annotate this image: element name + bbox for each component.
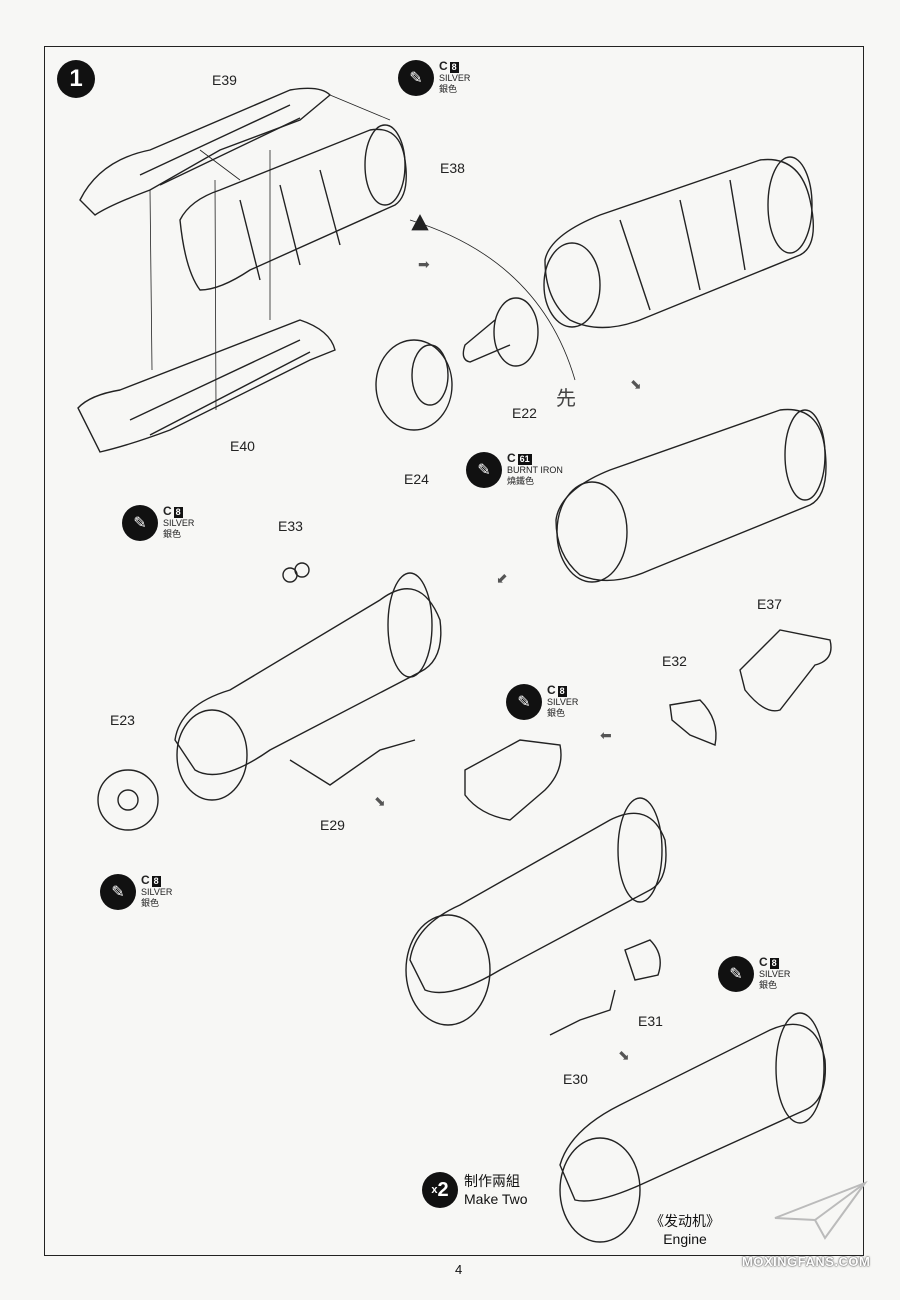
flow-arrow-icon: ⬊ (374, 793, 386, 809)
handwritten-note: 先 (556, 386, 576, 410)
paint-brush-icon: ✎ (398, 60, 434, 96)
cowling-e40 (77, 319, 336, 453)
part-e32 (669, 699, 717, 746)
exhaust-subassembly (464, 739, 562, 821)
core-e38 (179, 128, 407, 291)
part-e24 (375, 339, 453, 431)
paper-plane-logo-icon (774, 1180, 868, 1240)
part-label-e29: E29 (320, 817, 345, 833)
part-label-e33: E33 (278, 518, 303, 534)
part-label-e37: E37 (757, 596, 782, 612)
assembled-engine-middle (555, 408, 827, 582)
part-label-e24: E24 (404, 471, 429, 487)
assembled-engine-top (544, 158, 815, 329)
part-label-e22: E22 (512, 405, 537, 421)
make-two-english: Make Two (464, 1191, 528, 1207)
part-label-e23: E23 (110, 712, 135, 728)
part-e31 (624, 939, 661, 981)
page-number: 4 (455, 1262, 463, 1277)
paint-brush-icon: ✎ (718, 956, 754, 992)
paint-brush-icon: ✎ (466, 452, 502, 488)
step-number-badge: 1 (57, 60, 95, 98)
fan-e23 (97, 769, 159, 831)
flow-arrow-icon: ⬊ (618, 1047, 630, 1063)
finished-engine (559, 1023, 827, 1202)
part-label-e31: E31 (638, 1013, 663, 1029)
engine-lower (409, 812, 667, 994)
flow-arrow-icon: ⬋ (496, 570, 508, 586)
instruction-frame (44, 46, 864, 1256)
paint-brush-icon: ✎ (506, 684, 542, 720)
part-label-e40: E40 (230, 438, 255, 454)
flow-arrow-icon: ⬊ (630, 376, 642, 392)
part-label-e30: E30 (563, 1071, 588, 1087)
engine-with-fan (174, 588, 442, 776)
part-label-e32: E32 (662, 653, 687, 669)
paint-brush-icon: ✎ (100, 874, 136, 910)
cowling-e39 (79, 87, 332, 216)
flow-arrow-icon: ➡ (418, 256, 430, 272)
paint-brush-icon: ✎ (122, 505, 158, 541)
watermark: MOXINGFANS.COM (742, 1254, 871, 1269)
make-two-chinese: 制作兩組 (464, 1173, 520, 1189)
part-e37 (739, 629, 832, 712)
part-label-e39: E39 (212, 72, 237, 88)
part-e22 (493, 297, 539, 367)
engine-caption: 《发动机》 Engine (650, 1213, 720, 1247)
part-label-e38: E38 (440, 160, 465, 176)
flow-arrow-icon: ⬅ (600, 727, 612, 743)
